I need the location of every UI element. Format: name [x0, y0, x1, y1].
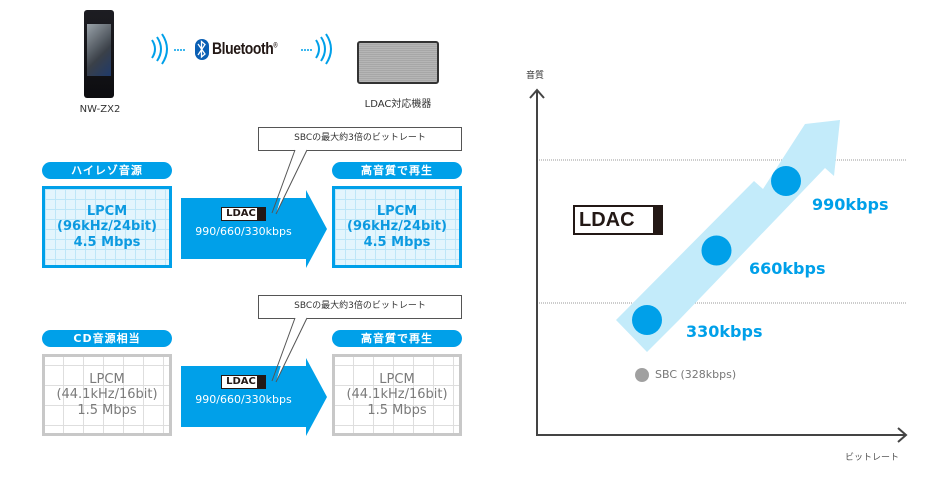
codec-rates-2: 990/660/330kbps: [195, 393, 292, 406]
wave-left-2: [156, 36, 162, 62]
wave-left-3: [161, 33, 168, 65]
output-tag-hq-2: 高音質で再生: [332, 330, 462, 347]
player-label: NW-ZX2: [79, 104, 121, 115]
sbc-reference-label: SBC (328kbps): [655, 368, 737, 381]
wave-right-2: [320, 36, 326, 62]
ldac-logo-1: LDAC: [221, 207, 266, 221]
point-label-990: 990kbps: [812, 195, 889, 214]
x-axis-arrowhead: [897, 427, 908, 443]
codec-rates-1: 990/660/330kbps: [195, 225, 292, 238]
bluetooth-icon: [195, 39, 209, 60]
callout-tail-1: [271, 149, 308, 215]
wave-left-1: [151, 39, 156, 59]
bitrate-point-660: [701, 235, 732, 266]
source-box-cd: LPCM (44.1kHz/16bit) 1.5 Mbps: [42, 354, 172, 436]
sbc-reference-point: [635, 368, 649, 382]
output-box-hires: LPCM (96kHz/24bit) 4.5 Mbps: [332, 186, 462, 268]
ldac-logo-graph: LDAC: [573, 205, 663, 235]
player-device-image: [84, 10, 114, 98]
wave-right-3: [325, 33, 332, 65]
callout-tail-2: [271, 317, 308, 383]
x-axis-label: ビットレート: [845, 453, 900, 463]
callout-sbc-comparison-2: SBCの最大約3倍のビットレート: [258, 295, 462, 319]
source-box-hires: LPCM (96kHz/24bit) 4.5 Mbps: [42, 186, 172, 268]
ldac-logo-2: LDAC: [221, 375, 266, 389]
output-box-cd: LPCM (44.1kHz/16bit) 1.5 Mbps: [332, 354, 462, 436]
bitrate-point-330: [632, 305, 662, 335]
y-axis-label: 音質: [526, 71, 545, 81]
codec-block-2: LDAC 990/660/330kbps: [181, 374, 306, 406]
y-axis-arrowhead: [529, 88, 545, 99]
flow-arrow-2: [181, 358, 327, 436]
speaker-label: LDAC対応機器: [364, 99, 432, 110]
source-tag-cd: CD音源相当: [42, 330, 172, 347]
codec-block-1: LDAC 990/660/330kbps: [181, 206, 306, 238]
bitrate-point-990: [771, 166, 801, 196]
point-label-660: 660kbps: [749, 259, 826, 278]
bluetooth-wordmark: Bluetooth®: [212, 39, 278, 58]
point-label-330: 330kbps: [686, 322, 763, 341]
player-screen: [87, 24, 111, 76]
callout-sbc-comparison: SBCの最大約3倍のビットレート: [258, 127, 462, 151]
flow-arrow-1: [181, 190, 327, 268]
source-tag-hires: ハイレゾ音源: [42, 162, 172, 179]
output-tag-hq-1: 高音質で再生: [332, 162, 462, 179]
speaker-device-image: [357, 41, 439, 84]
wave-right-1: [315, 39, 320, 59]
